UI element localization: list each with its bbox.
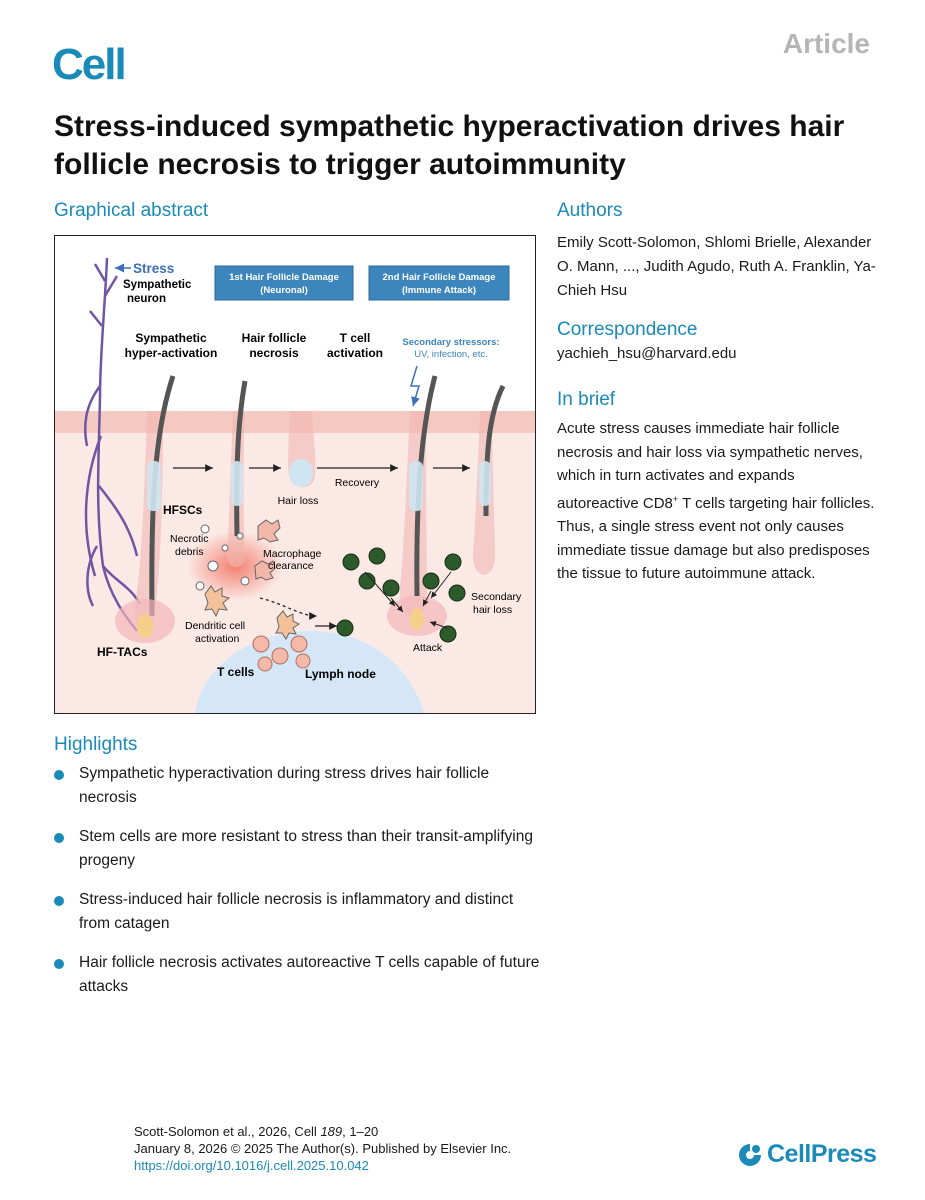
highlights-list: Sympathetic hyperactivation during stres… bbox=[54, 762, 544, 1014]
bullet-icon bbox=[54, 896, 64, 906]
journal-logo: Cell bbox=[52, 40, 127, 89]
hfscs-label: HFSCs bbox=[163, 503, 203, 517]
bullet-icon bbox=[54, 959, 64, 969]
authors-list: Emily Scott-Solomon, Shlomi Brielle, Ale… bbox=[557, 234, 876, 299]
correspondence-heading: Correspondence bbox=[557, 319, 698, 340]
graphical-abstract-heading: Graphical abstract bbox=[54, 200, 209, 221]
t-cells-icon bbox=[252, 635, 311, 672]
hair-follicle-3 bbox=[288, 411, 316, 488]
second-damage-banner: 2nd Hair Follicle Damage (Immune Attack) bbox=[368, 265, 510, 301]
autoreactive-t-cells-icon bbox=[336, 547, 466, 643]
in-brief-heading: In brief bbox=[557, 389, 616, 410]
col-label-2b: necrosis bbox=[249, 346, 299, 360]
bullet-icon bbox=[54, 770, 64, 780]
col-label-1b: hyper-activation bbox=[125, 346, 218, 360]
dendritic-cell-icon bbox=[204, 585, 300, 640]
cellpress-mark-icon bbox=[739, 1143, 761, 1166]
citation-footer: Scott-Solomon et al., 2026, Cell 189, 1–… bbox=[134, 1123, 511, 1174]
doi-link[interactable]: https://doi.org/10.1016/j.cell.2025.10.0… bbox=[134, 1158, 369, 1173]
lymph-node-region bbox=[195, 630, 425, 713]
article-title: Stress-induced sympathetic hyperactivati… bbox=[54, 110, 845, 181]
citation-line: Scott-Solomon et al., 2026, Cell 189, 1–… bbox=[134, 1124, 379, 1139]
process-arrows bbox=[173, 464, 470, 630]
in-brief-text: Acute stress causes immediate hair folli… bbox=[557, 420, 875, 582]
dendritic-label-2: activation bbox=[195, 633, 240, 645]
highlight-item: Hair follicle necrosis activates autorea… bbox=[54, 951, 544, 998]
attack-arrows bbox=[364, 571, 452, 629]
col-label-1a: Sympathetic bbox=[135, 331, 207, 345]
graphical-abstract-figure: Stress Sympathetic neuron 1st Hair Folli… bbox=[54, 235, 536, 714]
svg-text:(Immune Attack): (Immune Attack) bbox=[402, 285, 476, 296]
lymph-node-label: Lymph node bbox=[305, 667, 376, 681]
hf-tacs-label: HF-TACs bbox=[97, 645, 148, 659]
secondary-loss-label-1: Secondary bbox=[471, 591, 522, 603]
svg-text:2nd Hair Follicle Damage: 2nd Hair Follicle Damage bbox=[383, 272, 496, 283]
col-label-3b: activation bbox=[327, 346, 383, 360]
secondary-loss-label-2: hair loss bbox=[473, 604, 512, 616]
neuron-label-2: neuron bbox=[127, 293, 166, 305]
sympathetic-neuron-icon bbox=[84, 257, 142, 632]
secondary-stressors-examples: UV, infection, etc. bbox=[414, 349, 488, 360]
highlight-item: Stem cells are more resistant to stress … bbox=[54, 825, 544, 872]
article-type-label: Article bbox=[782, 28, 870, 59]
hair-follicle-5 bbox=[473, 384, 506, 575]
dendritic-label-1: Dendritic cell bbox=[185, 620, 245, 632]
cellpress-wordmark: CellPress bbox=[767, 1140, 877, 1168]
macrophage-icon bbox=[254, 519, 281, 581]
necrotic-label-1: Necrotic bbox=[170, 533, 209, 545]
svg-text:1st Hair Follicle Damage: 1st Hair Follicle Damage bbox=[229, 272, 339, 283]
graphical-abstract-illustration: Stress Sympathetic neuron 1st Hair Folli… bbox=[55, 257, 535, 713]
neuron-label-1: Sympathetic bbox=[123, 279, 192, 291]
highlight-item: Sympathetic hyperactivation during stres… bbox=[54, 762, 544, 809]
highlights-heading: Highlights bbox=[54, 734, 138, 755]
cellpress-logo: CellPress bbox=[737, 1140, 877, 1169]
secondary-stressors-label: Secondary stressors: bbox=[402, 337, 499, 348]
publication-date-line: January 8, 2026 © 2025 The Author(s). Pu… bbox=[134, 1141, 512, 1156]
stress-label: Stress bbox=[133, 261, 174, 276]
svg-text:(Neuronal): (Neuronal) bbox=[260, 285, 308, 296]
hair-follicle-1 bbox=[115, 375, 176, 643]
necrotic-label-2: debris bbox=[175, 546, 204, 558]
macrophage-label-1: Macrophage bbox=[263, 548, 322, 560]
lightning-icon bbox=[409, 365, 421, 407]
correspondence-email[interactable]: yachieh_hsu@harvard.edu bbox=[557, 345, 737, 362]
t-cells-label: T cells bbox=[217, 665, 255, 679]
macrophage-label-2: clearance bbox=[268, 560, 314, 572]
authors-heading: Authors bbox=[557, 200, 623, 221]
first-damage-banner: 1st Hair Follicle Damage (Neuronal) bbox=[214, 265, 354, 301]
col-label-3a: T cell bbox=[340, 331, 371, 345]
recovery-label: Recovery bbox=[335, 477, 380, 489]
hair-follicle-2 bbox=[227, 380, 248, 568]
attack-label: Attack bbox=[413, 642, 443, 654]
highlight-item: Stress-induced hair follicle necrosis is… bbox=[54, 888, 544, 935]
bullet-icon bbox=[54, 833, 64, 843]
col-label-2a: Hair follicle bbox=[242, 331, 307, 345]
hair-loss-label: Hair loss bbox=[278, 495, 319, 507]
necrotic-debris-icon bbox=[195, 524, 250, 591]
